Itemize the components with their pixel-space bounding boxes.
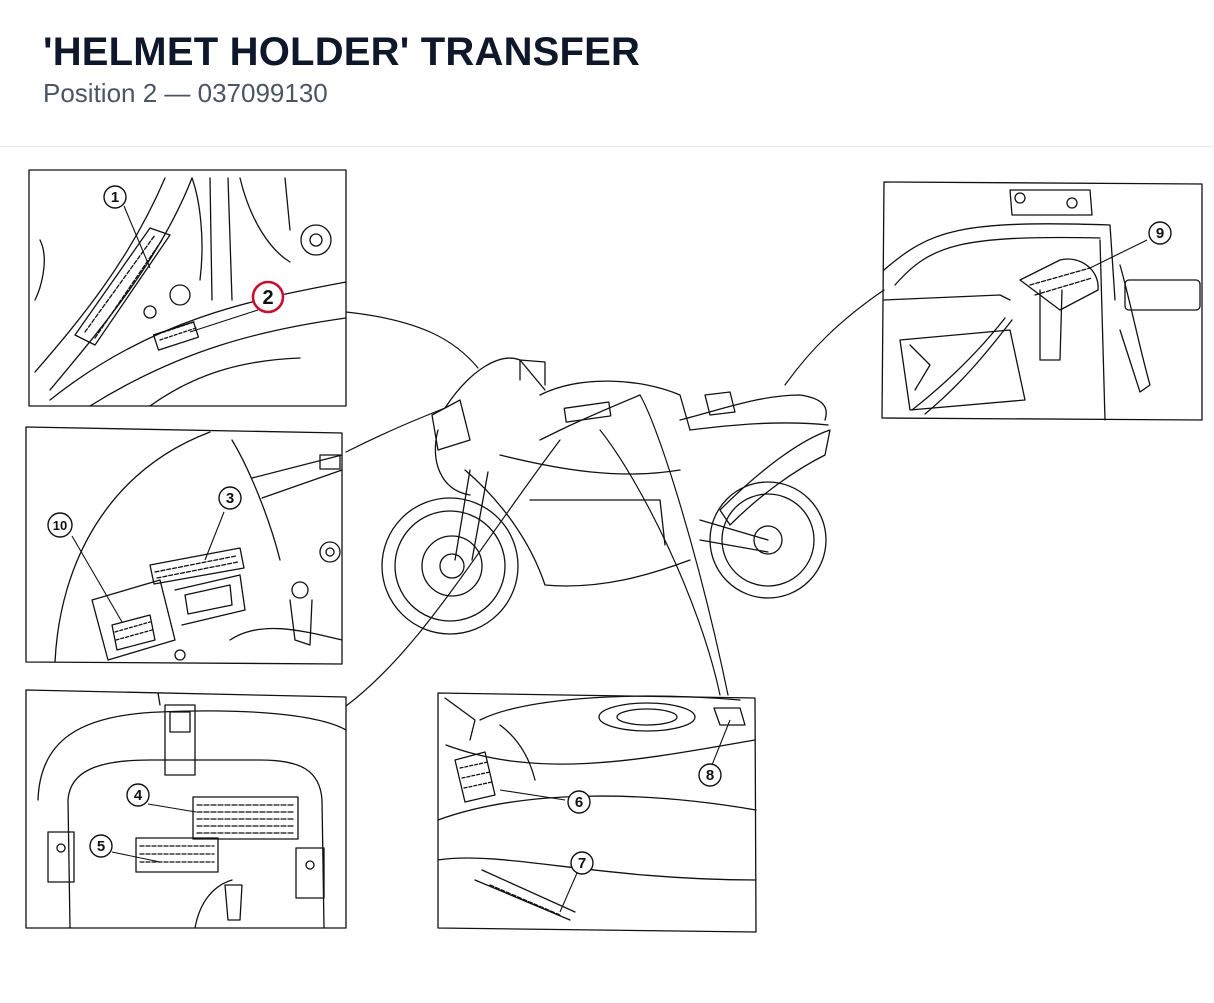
callout-circle-5 xyxy=(89,834,113,858)
callout-circle-1 xyxy=(103,185,127,209)
callout-label-9: 9 xyxy=(1156,225,1164,242)
callout-circle-10 xyxy=(47,512,73,538)
panel-b xyxy=(25,426,343,665)
callout-9: 9 xyxy=(1148,221,1172,245)
callout-6: 6 xyxy=(567,790,591,814)
callout-label-5: 5 xyxy=(97,838,105,855)
callout-4: 4 xyxy=(126,783,150,807)
motorcycle-illustration xyxy=(381,357,831,635)
callout-8: 8 xyxy=(698,763,722,787)
exploded-diagram: 1 2 3 4 5 6 7 8 9 10 xyxy=(0,148,1214,1003)
callout-label-1: 1 xyxy=(111,189,119,206)
callout-layer: 1 2 3 4 5 6 7 8 9 10 xyxy=(47,185,1172,875)
callout-circle-9 xyxy=(1148,221,1172,245)
callout-circle-6 xyxy=(567,790,591,814)
callout-label-6: 6 xyxy=(575,794,583,811)
panel-leader-lines xyxy=(345,289,885,707)
panel-a xyxy=(28,169,347,407)
page-subtitle: Position 2 — 037099130 xyxy=(43,78,328,108)
page-header: 'HELMET HOLDER' TRANSFER Position 2 — 03… xyxy=(0,0,1214,147)
callout-label-7: 7 xyxy=(578,855,586,872)
panel-e xyxy=(881,181,1203,421)
callout-circle-8 xyxy=(698,763,722,787)
callout-1: 1 xyxy=(103,185,127,209)
callout-7: 7 xyxy=(570,851,594,875)
callout-circle-4 xyxy=(126,783,150,807)
callout-leaders xyxy=(71,205,1148,913)
callout-label-2: 2 xyxy=(262,287,273,309)
panel-d xyxy=(437,692,757,933)
page-title: 'HELMET HOLDER' TRANSFER xyxy=(43,30,641,74)
panel-c xyxy=(25,689,347,929)
callout-10: 10 xyxy=(47,512,73,538)
callout-5: 5 xyxy=(89,834,113,858)
callout-circle-2 xyxy=(251,280,285,314)
callout-label-8: 8 xyxy=(706,767,714,784)
callout-label-3: 3 xyxy=(226,490,234,507)
callout-2: 2 xyxy=(251,280,285,314)
callout-circle-3 xyxy=(218,486,242,510)
callout-label-10: 10 xyxy=(53,518,67,533)
callout-circle-7 xyxy=(570,851,594,875)
callout-3: 3 xyxy=(218,486,242,510)
diagram-svg: 1 2 3 4 5 6 7 8 9 10 xyxy=(25,169,1203,933)
callout-label-4: 4 xyxy=(134,787,143,804)
